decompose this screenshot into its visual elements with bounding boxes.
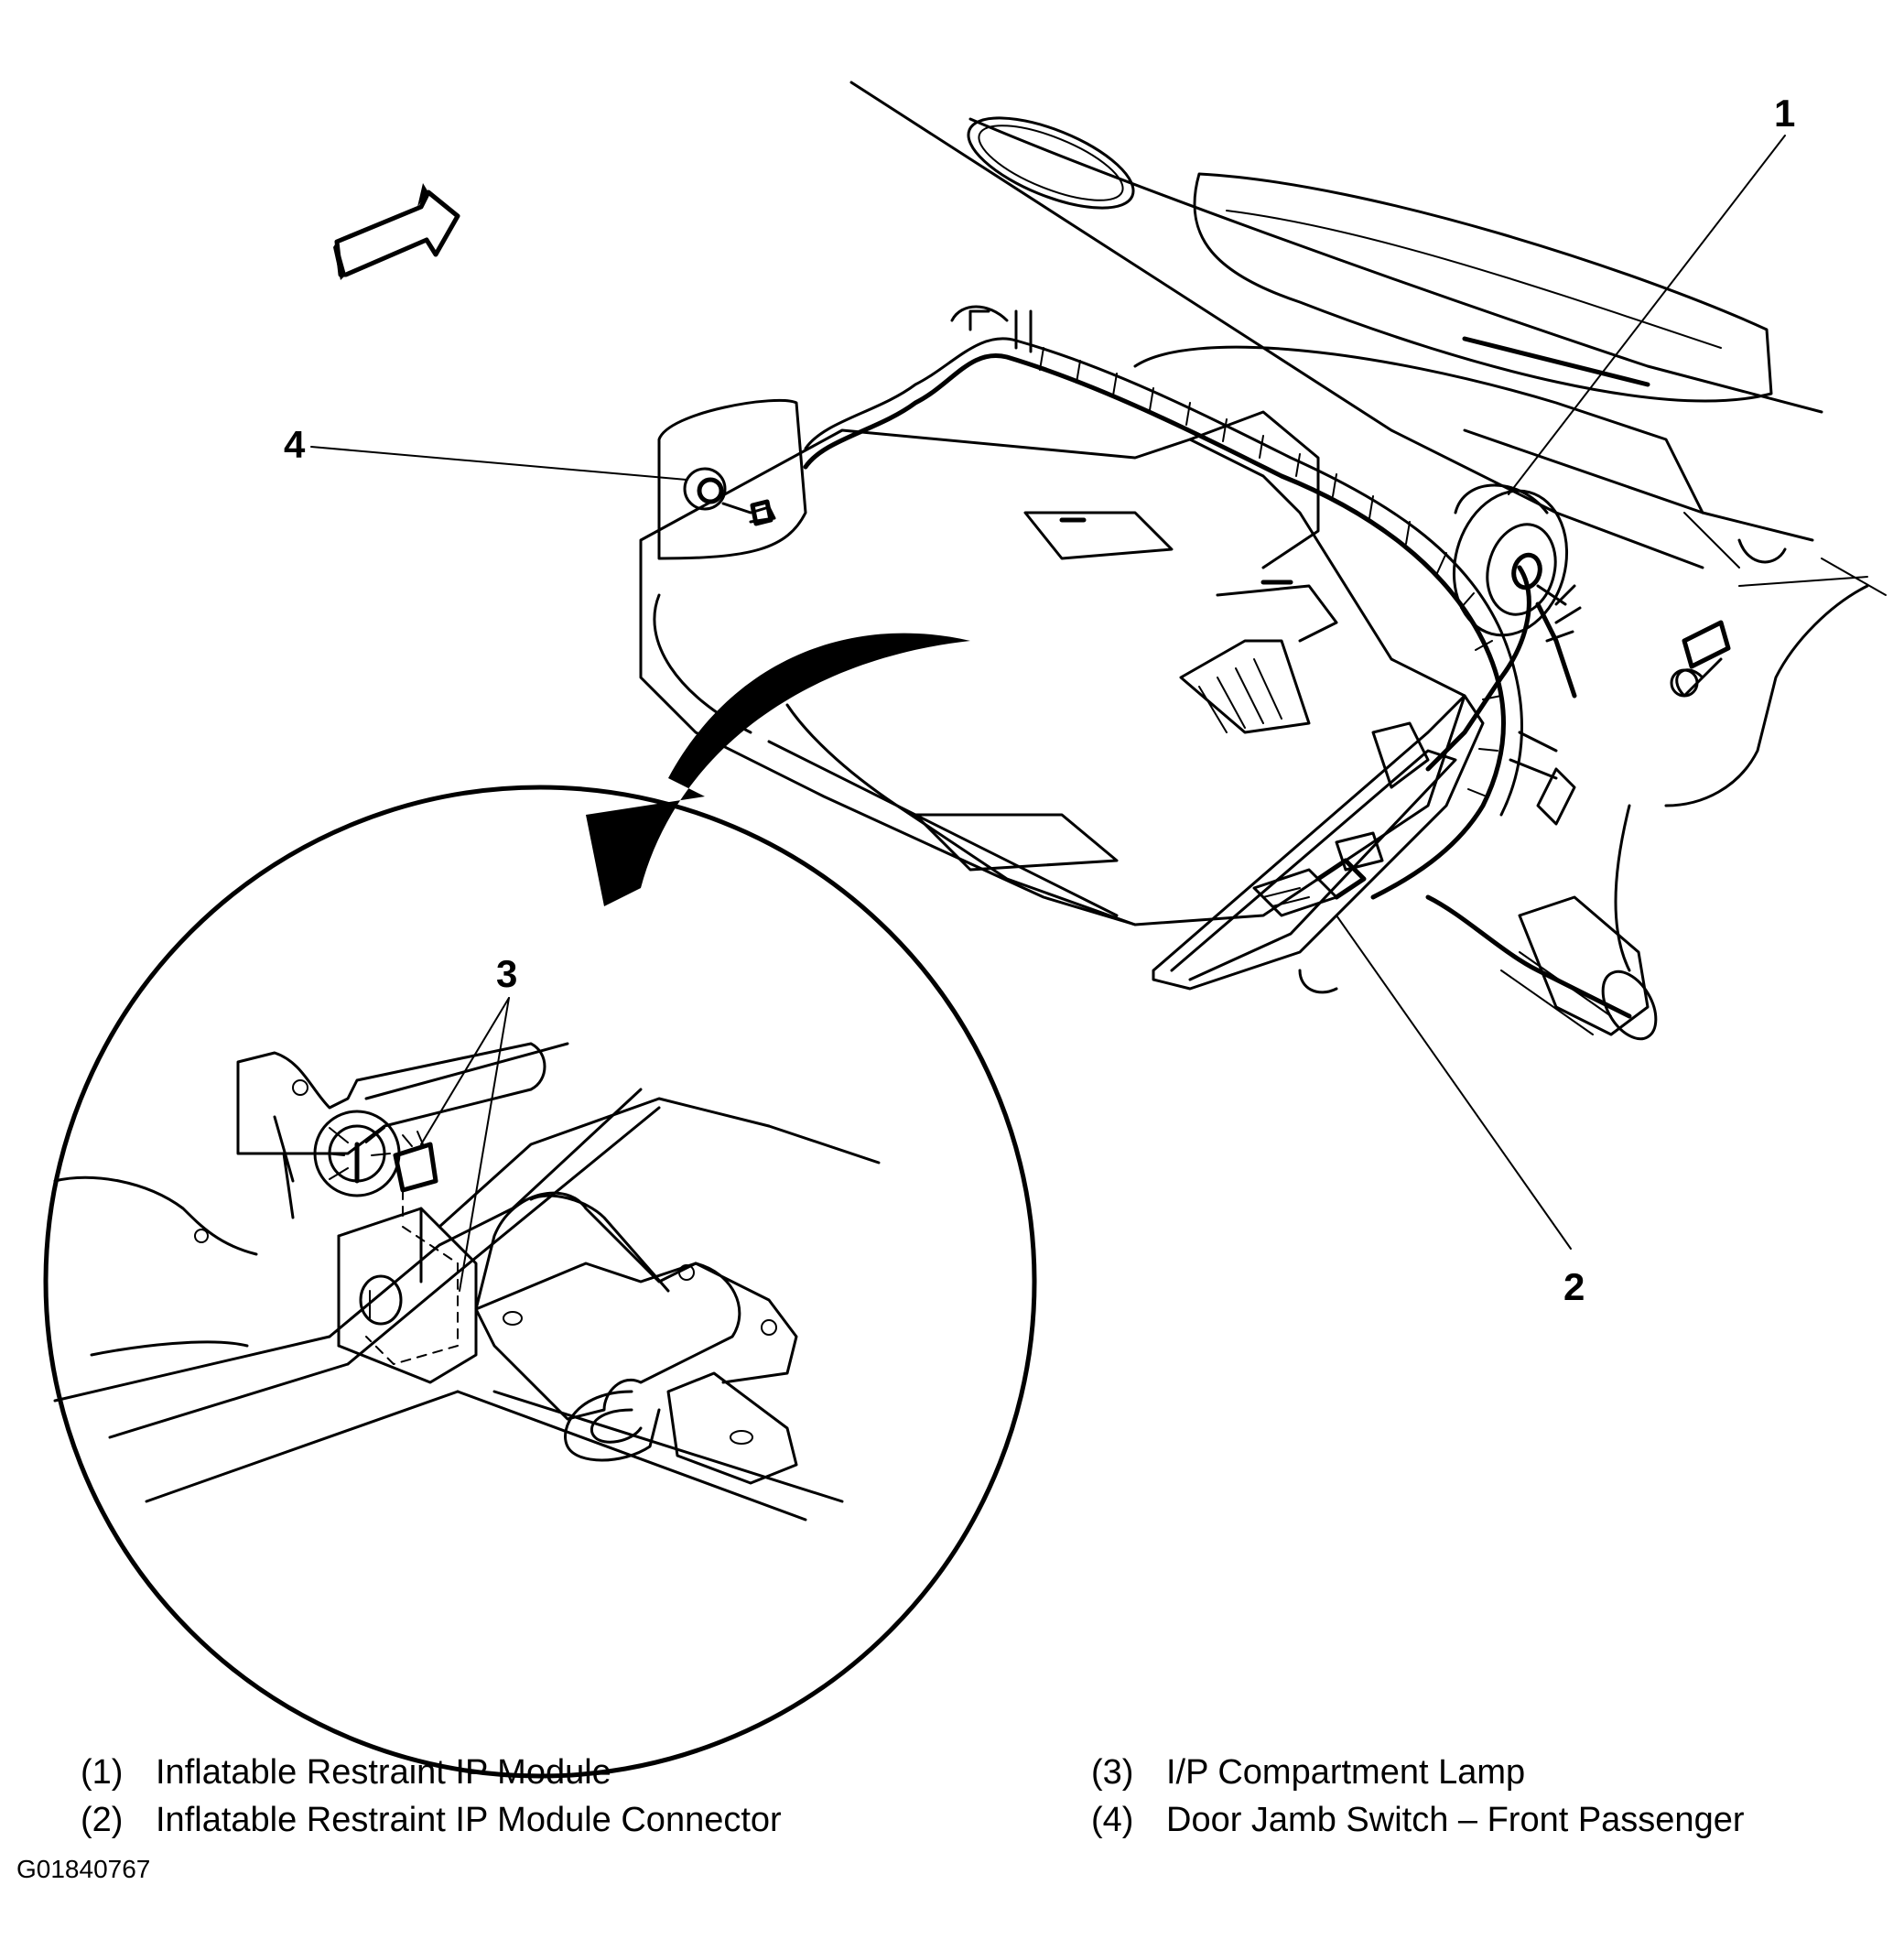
ip-module-component <box>1452 483 1569 637</box>
dashboard-structure <box>849 81 1887 972</box>
wiring-harness <box>803 305 1658 1041</box>
ip-module-connector <box>1252 831 1384 917</box>
legend-item-1: (1) Inflatable Restraint IP Module <box>81 1749 782 1796</box>
figure-id: G01840767 <box>16 1855 151 1883</box>
callout-2: 2 <box>1563 1265 1585 1308</box>
legend-item-4: (4) Door Jamb Switch – Front Passenger <box>1091 1796 1745 1844</box>
legend-item-label: Inflatable Restraint IP Module <box>156 1753 611 1792</box>
legend-item-label: Inflatable Restraint IP Module Connector <box>156 1801 782 1839</box>
legend-right-column: (3) I/P Compartment Lamp (4) Door Jamb S… <box>1091 1749 1745 1844</box>
detail-view-arrow-icon <box>586 633 970 906</box>
legend-item-label: I/P Compartment Lamp <box>1166 1753 1526 1792</box>
legend-item-number: (1) <box>81 1753 124 1792</box>
legend-item-3: (3) I/P Compartment Lamp <box>1091 1749 1745 1796</box>
legend-item-label: Door Jamb Switch – Front Passenger <box>1166 1801 1745 1839</box>
callout-4: 4 <box>284 423 306 466</box>
callout-3: 3 <box>496 952 517 995</box>
legend-item-number: (4) <box>1091 1801 1134 1839</box>
detail-view-circle <box>43 785 1037 1779</box>
legend-item-number: (3) <box>1091 1753 1134 1792</box>
legend-item-number: (2) <box>81 1801 124 1839</box>
ip-compartment-housing <box>639 410 1485 991</box>
legend-item-2: (2) Inflatable Restraint IP Module Conne… <box>81 1796 782 1844</box>
callout-leaders <box>310 135 1786 1292</box>
forward-direction-arrow-icon <box>333 183 460 280</box>
door-jamb-switch-plate <box>657 398 807 560</box>
callout-1: 1 <box>1774 92 1795 135</box>
legend-left-column: (1) Inflatable Restraint IP Module (2) I… <box>81 1749 782 1844</box>
